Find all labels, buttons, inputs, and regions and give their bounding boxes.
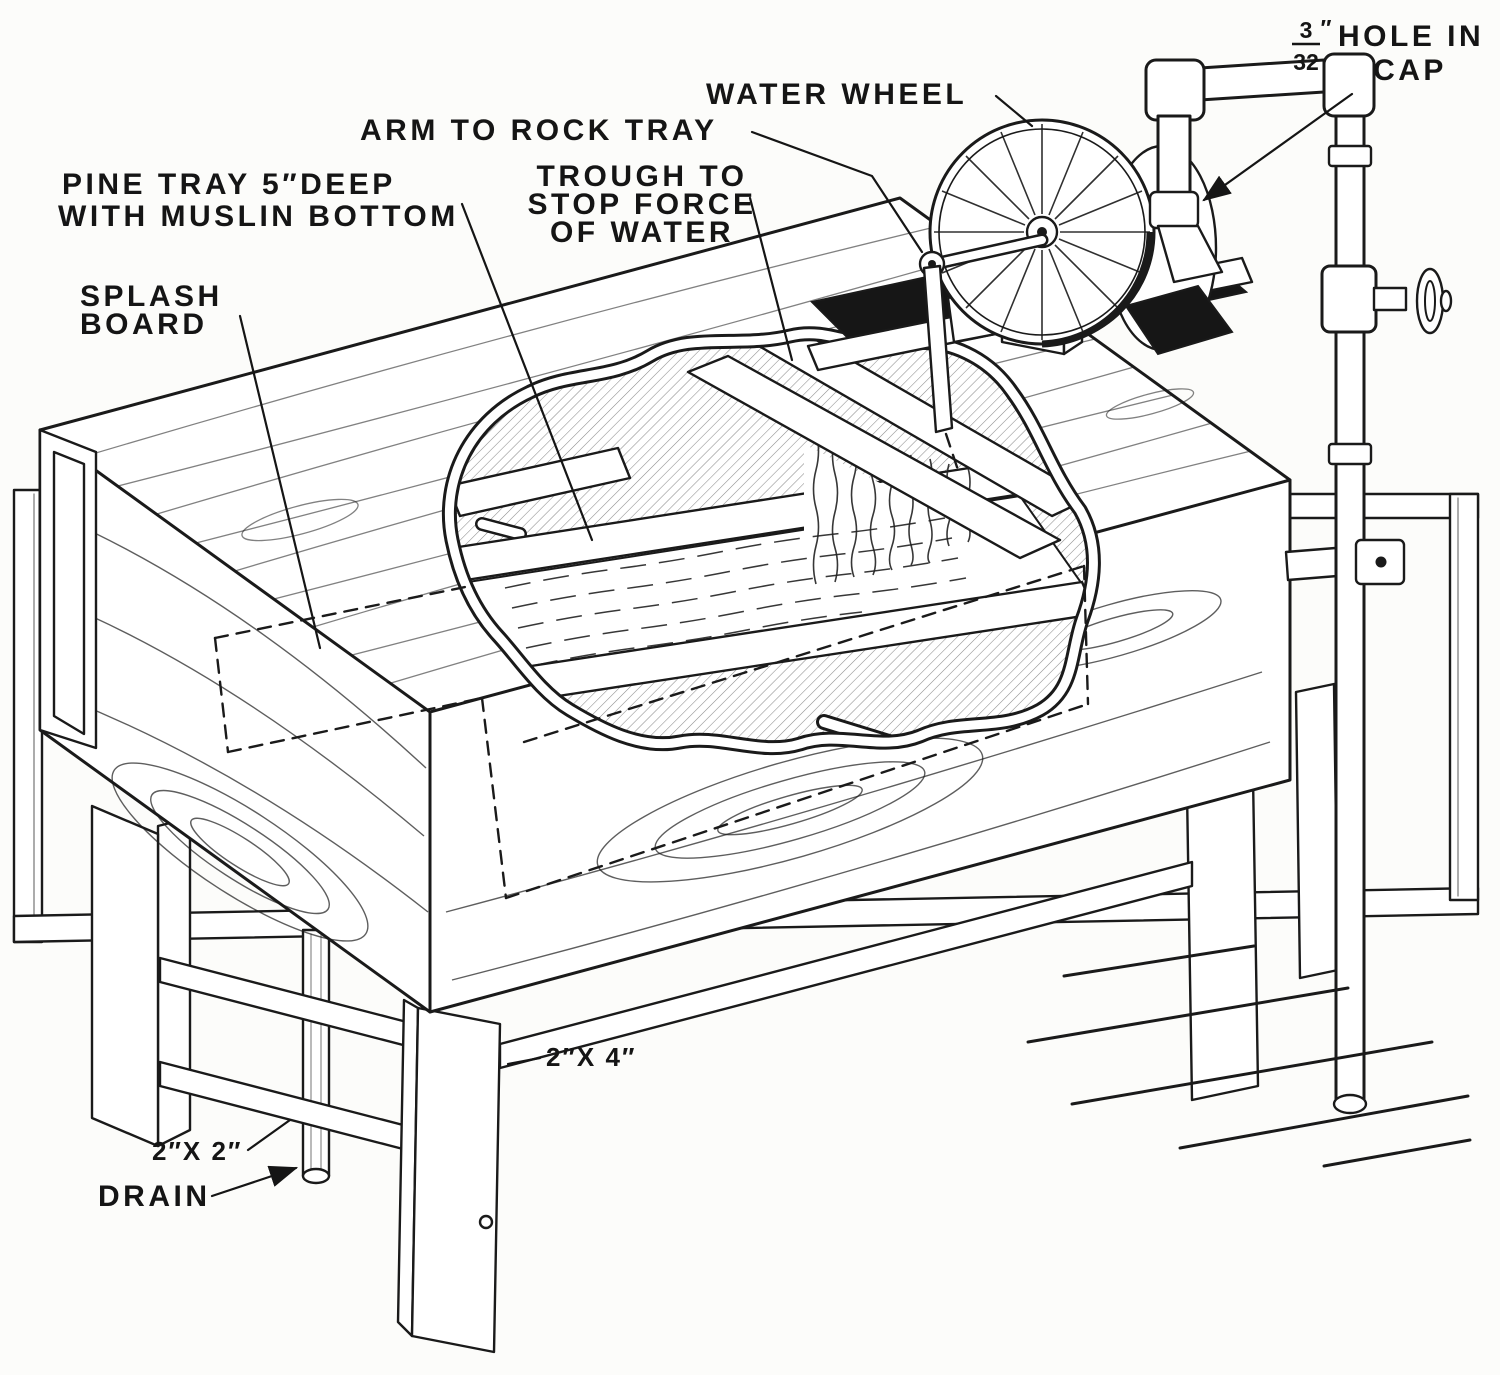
stand-legs-right: [498, 682, 1340, 1102]
label-drain: DRAIN: [98, 1165, 299, 1213]
cross-braces: [158, 956, 432, 1158]
leader-2x4: [506, 1056, 542, 1066]
waterfall-backdrop: [804, 444, 1060, 604]
pipe-elbow: [1322, 52, 1376, 118]
label-arm-text: ARM TO ROCK TRAY: [360, 114, 718, 147]
ground-hatching: [1026, 944, 1472, 1168]
label-2x4: 2″X 4″: [506, 1042, 636, 1072]
label-splash-line2: BOARD: [80, 308, 208, 341]
label-trough-line1: TROUGH TO: [537, 160, 748, 193]
cutaway-opening: [441, 326, 1101, 756]
hidden-outline-dashes: [213, 564, 1090, 900]
valve-handwheel: [1415, 267, 1445, 335]
annotations: 3 32 ″ HOLE IN CAP WATER WHEEL ARM TO RO…: [58, 15, 1484, 1213]
leader-pine-tray: [460, 202, 594, 542]
pipe-coupling: [1327, 144, 1373, 168]
leader-water-wheel: [994, 94, 1034, 128]
label-hole-in-cap-line2: CAP: [1373, 54, 1447, 87]
pipe-drop: [1156, 114, 1192, 198]
label-trough-line2: STOP FORCE: [528, 188, 757, 221]
pipe-vertical: [1334, 110, 1366, 1106]
label-water-wheel: WATER WHEEL: [706, 78, 1034, 128]
label-drain-text: DRAIN: [98, 1180, 211, 1213]
fraction-numerator: 3: [1300, 17, 1313, 43]
rocking-arm: [918, 233, 1049, 472]
label-pine-tray: PINE TRAY 5″DEEP WITH MUSLIN BOTTOM: [58, 168, 594, 542]
front-leg-2x4: [396, 998, 502, 1354]
label-trough: TROUGH TO STOP FORCE OF WATER: [528, 160, 794, 362]
arm-rod: [922, 264, 954, 434]
label-splash-line1: SPLASH: [80, 280, 223, 313]
pipe-elbow: [1144, 58, 1206, 122]
pipe-nozzle: [1156, 224, 1224, 284]
torn-edge-band: [444, 329, 1098, 753]
leader-hole-in-cap: [1202, 92, 1354, 202]
label-2x2: 2″X 2″: [152, 1118, 292, 1166]
leader-drain: [210, 1165, 299, 1198]
box-open-end: [38, 428, 98, 750]
label-hole-in-cap: 3 32 ″ HOLE IN CAP: [1202, 15, 1484, 202]
valve-body: [1320, 264, 1378, 334]
pipe-coupling: [1327, 442, 1373, 466]
leader-splash-board: [238, 314, 322, 650]
label-splash-board: SPLASH BOARD: [80, 280, 322, 650]
drain-pipe: [301, 928, 331, 1185]
label-trough-line3: OF WATER: [550, 216, 734, 249]
label-hole-in-cap-line1: HOLE IN: [1338, 20, 1484, 53]
label-arm-to-rock-tray: ARM TO ROCK TRAY: [360, 114, 924, 254]
clamp-bolt: [1375, 556, 1387, 568]
label-water-wheel-text: WATER WHEEL: [706, 78, 967, 111]
fraction-denominator: 32: [1293, 49, 1319, 75]
label-pine-tray-line1: PINE TRAY 5″DEEP: [62, 168, 396, 201]
pipe-cap: [1148, 190, 1200, 230]
valve-stem: [1372, 286, 1408, 312]
water-supply-pipe: [1144, 52, 1453, 1115]
leader-trough: [748, 196, 794, 362]
wheel-bucket: [1124, 284, 1234, 356]
pipe-bottom-cap: [1332, 1093, 1368, 1115]
label-2x2-text: 2″X 2″: [152, 1136, 242, 1166]
inch-mark: ″: [1320, 15, 1331, 41]
leader-2x2: [246, 1118, 292, 1152]
left-face-grain: [53, 515, 429, 942]
label-2x4-text: 2″X 4″: [546, 1042, 636, 1072]
label-pine-tray-line2: WITH MUSLIN BOTTOM: [58, 200, 459, 233]
leader-arm: [750, 130, 924, 254]
